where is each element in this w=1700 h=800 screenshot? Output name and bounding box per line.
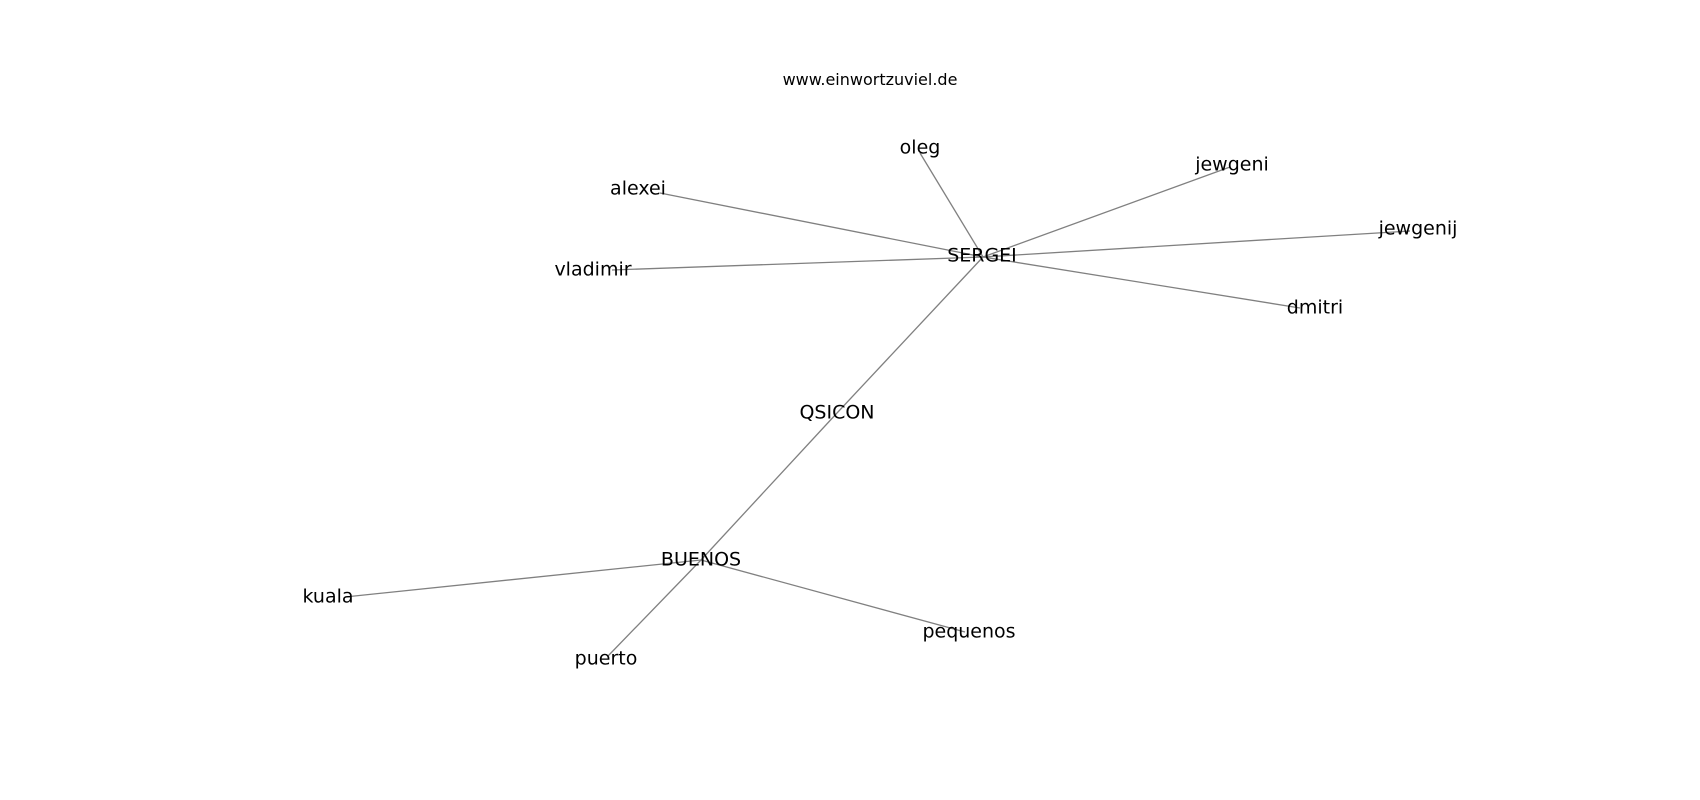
node-label-vladimir: vladimir	[554, 259, 631, 281]
edge-sergei-qsicon	[836, 256, 984, 414]
edge-sergei-oleg	[919, 152, 984, 258]
edge-sergei-jewgeni	[982, 166, 1231, 258]
node-label-jewgeni: jewgeni	[1194, 154, 1269, 176]
node-label-dmitri: dmitri	[1287, 297, 1343, 319]
edge-buenos-kuala	[344, 559, 702, 598]
edge-sergei-vladimir	[611, 256, 984, 271]
node-label-pequenos: pequenos	[922, 621, 1015, 643]
edges-layer	[344, 152, 1411, 657]
node-label-sergei: SERGEI	[947, 245, 1017, 267]
edge-buenos-puerto	[607, 559, 702, 657]
edge-qsicon-buenos	[700, 412, 838, 561]
node-label-oleg: oleg	[900, 137, 941, 159]
node-label-alexei: alexei	[610, 178, 666, 200]
node-label-kuala: kuala	[302, 586, 353, 608]
website-caption: www.einwortzuviel.de	[782, 70, 958, 89]
edge-sergei-alexei	[659, 192, 984, 258]
node-label-qsicon: QSICON	[799, 402, 874, 424]
node-label-jewgenij: jewgenij	[1378, 218, 1458, 240]
edge-sergei-dmitri	[982, 256, 1301, 309]
edge-buenos-pequenos	[700, 559, 966, 633]
node-label-puerto: puerto	[575, 648, 638, 670]
node-label-buenos: BUENOS	[661, 549, 741, 571]
edge-sergei-jewgenij	[982, 230, 1411, 258]
